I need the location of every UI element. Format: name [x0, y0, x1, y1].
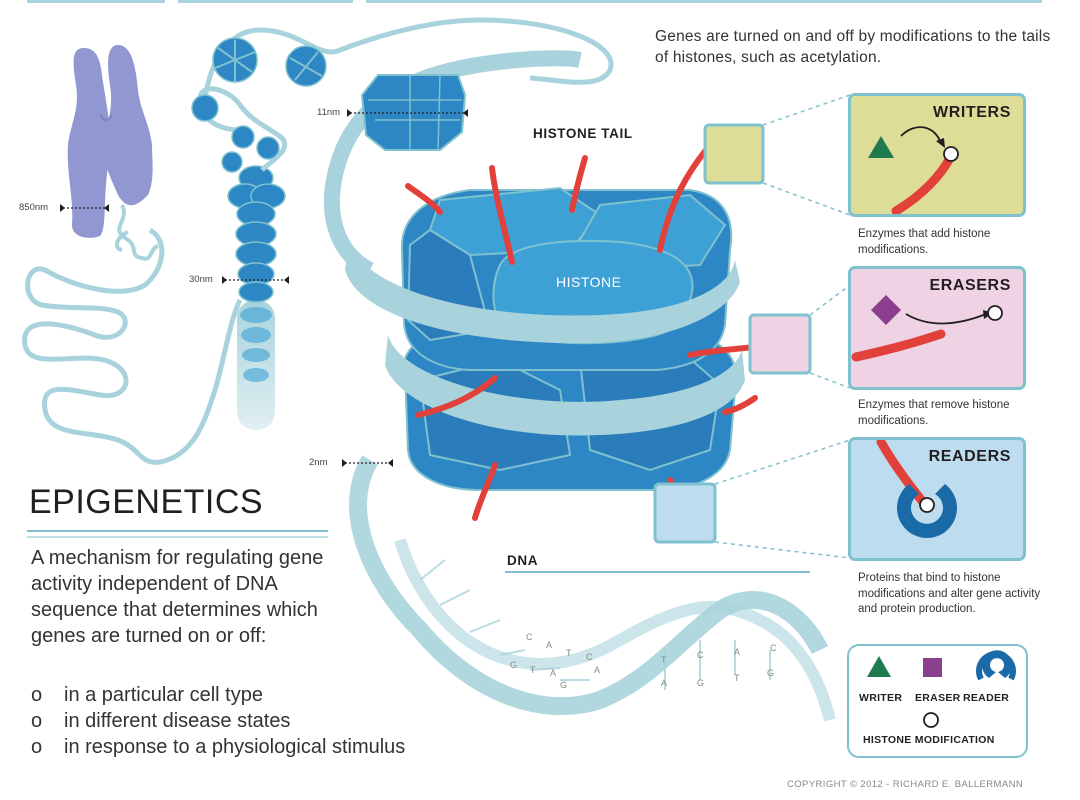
legend-eraser-square-icon: [923, 658, 942, 677]
intro-text: Genes are turned on and off by modificat…: [655, 28, 1051, 66]
scale-markers: [63, 112, 465, 464]
dna-wrap-upper: [345, 240, 740, 344]
reader-callout-square: [653, 482, 717, 544]
histone-modification-icon: [943, 146, 959, 162]
writer-callout-square: [703, 123, 765, 185]
dna-label: DNA: [507, 553, 539, 568]
chromatin-30nm-fiber: [227, 165, 286, 430]
legend-writer-triangle-icon: [867, 656, 891, 677]
epigenetics-title: EPIGENETICS: [29, 483, 264, 521]
erasers-caption: Enzymes that remove histone modification…: [858, 399, 1010, 427]
writer-action-icon: [868, 126, 959, 214]
legend-writer-label: WRITER: [859, 692, 903, 704]
reader-horseshoe-icon: [897, 484, 957, 538]
chromosome: [67, 45, 153, 238]
dna-base: T: [661, 655, 667, 665]
dna-base: G: [767, 668, 775, 678]
eraser-action-icon: [851, 295, 1003, 362]
legend-eraser-label: ERASER: [915, 692, 961, 704]
scale-label-850nm: 850nm: [19, 202, 49, 213]
writers-title: WRITERS: [933, 104, 1011, 121]
dna-base: T: [530, 665, 536, 675]
nucleosome-beads: [191, 37, 327, 173]
dna-base: T: [734, 673, 740, 683]
copyright: COPYRIGHT © 2012 - RICHARD E. BALLERMANN: [787, 779, 1024, 790]
dna-base: G: [510, 660, 518, 670]
bullet: o: [31, 710, 43, 732]
legend-reader-label: READER: [963, 692, 1010, 704]
dna-base: G: [560, 680, 568, 690]
dna-base: T: [566, 648, 572, 658]
histone-modification-icon: [987, 305, 1003, 321]
legend-modification-label: HISTONE MODIFICATION: [863, 734, 995, 746]
bullet: o: [31, 736, 43, 758]
list-item-text: in response to a physiological stimulus: [64, 736, 406, 758]
callout-connectors: [714, 94, 851, 559]
list-item: o in a particular cell type: [31, 682, 405, 708]
bullet: o: [31, 684, 43, 706]
dna-base: C: [770, 643, 777, 653]
list-item: o in different disease states: [31, 708, 405, 734]
dna-base: A: [550, 668, 557, 678]
dna-base: C: [697, 650, 704, 660]
nucleosome-11nm: [360, 74, 467, 151]
writers-caption: Enzymes that add histone modifications.: [858, 228, 991, 256]
writer-triangle-icon: [868, 136, 894, 158]
epigenetics-description: A mechanism for regulating gene activity…: [31, 547, 324, 647]
top-rule-3: [366, 0, 1042, 3]
histone-modification-icon: [919, 497, 935, 513]
list-item: o in response to a physiological stimulus: [31, 734, 405, 760]
dna-base: A: [594, 665, 601, 675]
legend: WRITER ERASER READER HISTONE MODIFICATIO…: [847, 644, 1028, 758]
dna-base: A: [734, 647, 741, 657]
erasers-title: ERASERS: [929, 277, 1011, 294]
top-rule-1: [27, 0, 165, 3]
dna-base: A: [546, 640, 553, 650]
dna-base: A: [661, 678, 668, 688]
reader-action-icon: [876, 440, 957, 538]
scale-label-11nm: 11nm: [317, 107, 341, 118]
scale-label-30nm: 30nm: [189, 274, 213, 285]
dna-base: C: [526, 632, 533, 642]
dna-base: C: [586, 652, 593, 662]
eraser-callout-square: [748, 313, 812, 375]
dna-double-helix: [349, 455, 836, 722]
histone-label: HISTONE: [556, 274, 622, 290]
chromatin-squiggle: [114, 204, 159, 261]
dna-fibre-loops: [22, 227, 243, 465]
epigenetics-list: o in a particular cell type o in different…: [31, 682, 405, 760]
histone-tail-label: HISTONE TAIL: [533, 126, 633, 141]
erasers-panel: ERASERS: [848, 266, 1026, 390]
dna-base: G: [697, 678, 705, 688]
list-item-text: in different disease states: [64, 710, 291, 732]
top-rule-2: [178, 0, 353, 3]
readers-caption: Proteins that bind to histone modificati…: [858, 572, 1041, 615]
scale-label-2nm: 2nm: [309, 457, 328, 468]
list-item-text: in a particular cell type: [64, 684, 263, 706]
eraser-diamond-icon: [871, 295, 901, 325]
writers-panel: WRITERS: [848, 93, 1026, 217]
readers-panel: READERS: [848, 437, 1026, 561]
readers-title: READERS: [928, 448, 1011, 465]
legend-modification-icon: [923, 712, 939, 728]
